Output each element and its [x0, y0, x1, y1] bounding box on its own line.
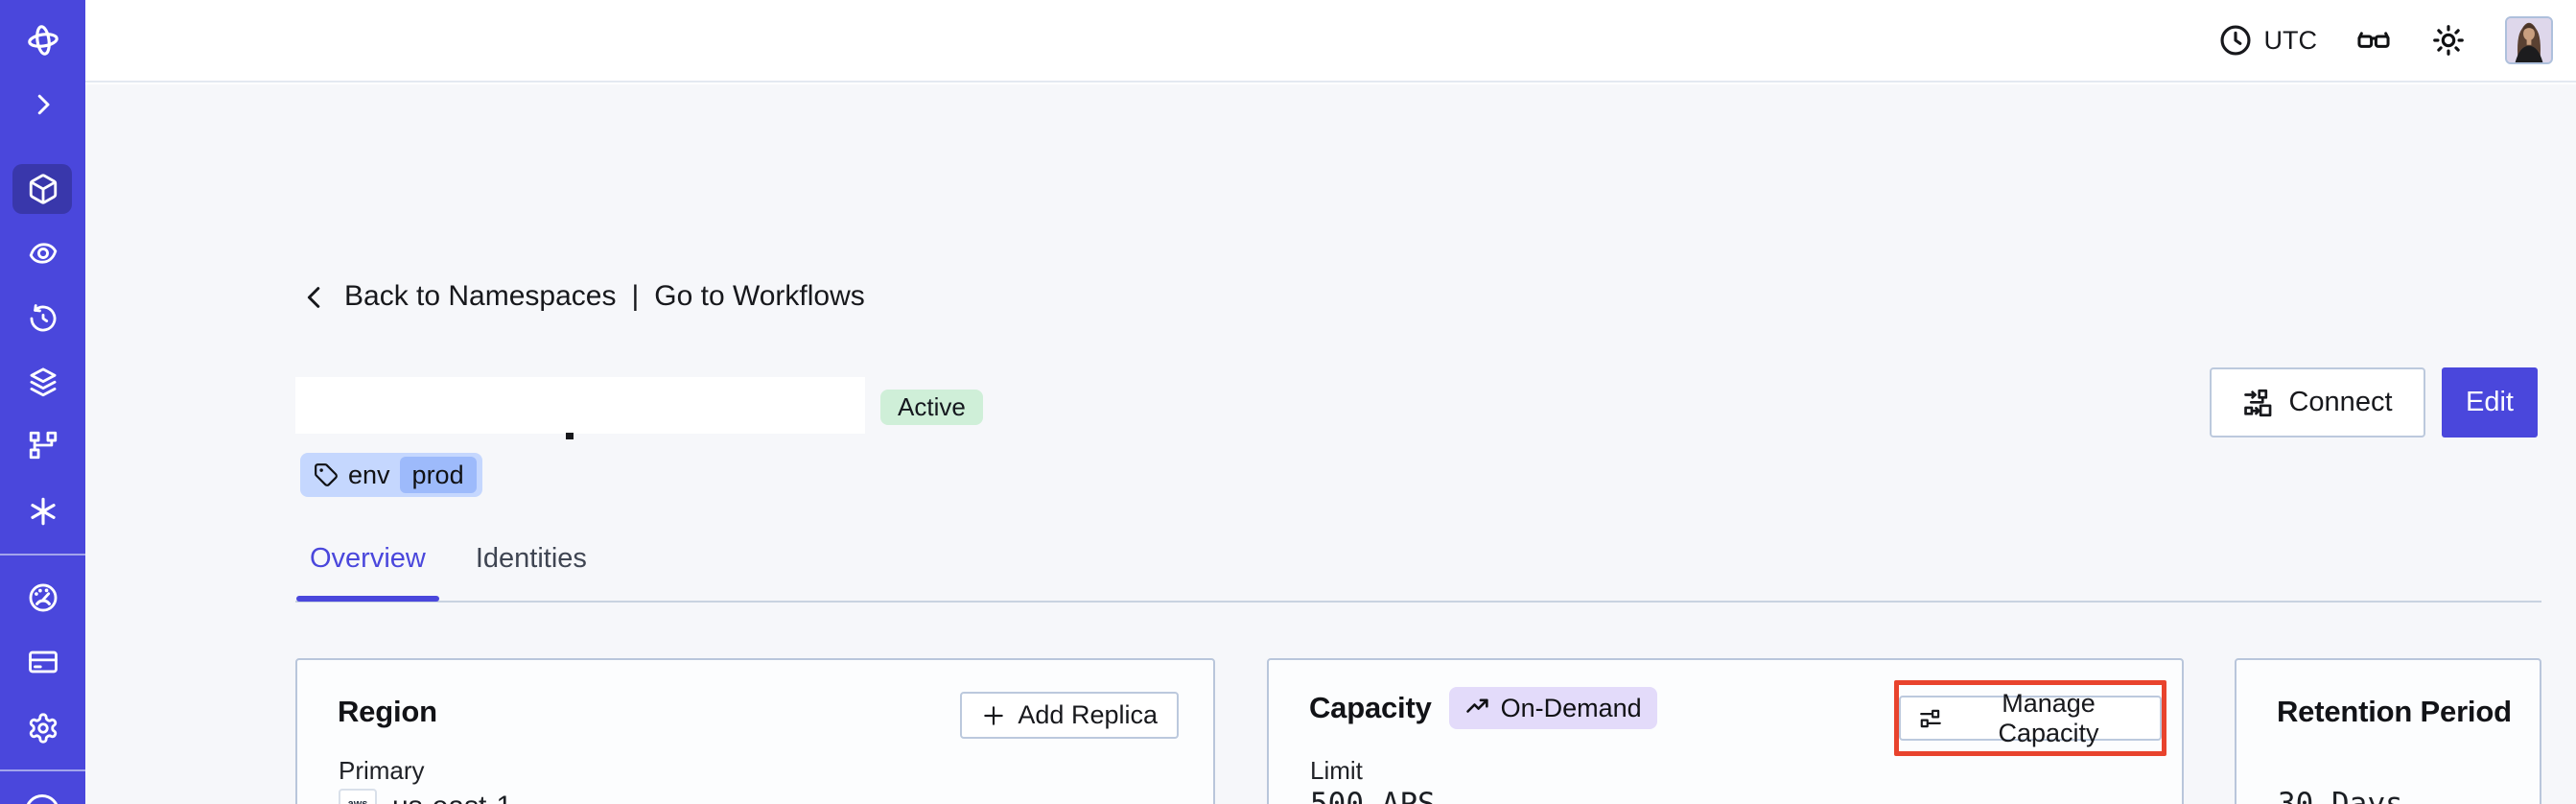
capacity-card: Capacity On-Demand M [1267, 658, 2184, 804]
namespace-title-redacted [295, 377, 865, 434]
sidebar-expand-button[interactable] [0, 78, 85, 131]
tab-overview[interactable]: Overview [296, 543, 439, 602]
namespace-title-dot [566, 433, 574, 439]
sidebar-item-usage[interactable] [0, 571, 85, 625]
tab-bar-rule [295, 601, 2541, 603]
edit-button[interactable]: Edit [2442, 367, 2538, 437]
back-to-namespaces-link[interactable]: Back to Namespaces [344, 280, 617, 312]
region-card-title: Region [338, 695, 437, 728]
status-badge: Active [880, 390, 983, 425]
tag-key: env [348, 460, 390, 489]
main-content: Back to Namespaces | Go to Workflows Act… [85, 84, 2576, 804]
highlight-box: Manage Capacity [1894, 680, 2166, 756]
manage-capacity-button[interactable]: Manage Capacity [1899, 689, 2162, 747]
temporal-logo-icon [24, 21, 62, 59]
retention-card-title: Retention Period [2277, 695, 2512, 728]
capacity-card-title: Capacity [1309, 691, 1432, 724]
tag-value-chip: prod [399, 457, 477, 493]
orbit-eye-icon [27, 237, 59, 270]
asterisk-icon [27, 495, 59, 528]
add-replica-button[interactable]: Add Replica [960, 692, 1179, 739]
user-avatar[interactable] [2505, 16, 2553, 64]
tag-value: prod [411, 460, 464, 489]
retention-value: 30 Days [2278, 787, 2403, 804]
sidebar-item-settings[interactable] [0, 701, 85, 755]
breadcrumb-separator: | [631, 280, 640, 312]
tag-icon [314, 462, 339, 487]
sidebar-item-deployments[interactable] [0, 356, 85, 410]
region-card: Region Add Replica Primary aws us-east-1 [295, 658, 1215, 804]
ondemand-badge: On-Demand [1448, 687, 1657, 729]
connect-flow-icon [2242, 387, 2275, 419]
timer-icon [27, 302, 59, 335]
sidebar-divider [0, 554, 85, 556]
sidebar-item-billing[interactable] [0, 635, 85, 689]
layers-icon [27, 367, 59, 399]
tab-identities[interactable]: Identities [475, 543, 587, 574]
chevron-left-icon [300, 283, 329, 312]
capacity-row-label: Limit [1310, 756, 1363, 785]
sidebar-divider [0, 769, 85, 771]
connect-button-label: Connect [2288, 387, 2393, 417]
sidebar-item-partial[interactable] [25, 794, 59, 804]
credit-card-icon [27, 646, 59, 678]
sidebar-item-schedules[interactable] [0, 292, 85, 345]
retention-card: Retention Period 30 Days [2235, 658, 2541, 804]
go-to-workflows-link[interactable]: Go to Workflows [654, 280, 865, 312]
gear-icon [27, 712, 59, 745]
trending-up-icon [1464, 695, 1491, 721]
sidebar-item-nexus[interactable] [0, 226, 85, 280]
cube-icon [27, 173, 59, 205]
sidebar [0, 0, 85, 804]
tab-bar: Overview Identities [296, 543, 600, 602]
sliders-icon [1918, 706, 1943, 731]
ondemand-badge-label: On-Demand [1500, 693, 1642, 722]
chevron-right-icon [29, 90, 58, 119]
region-row-label: Primary [339, 756, 425, 785]
plus-icon [981, 703, 1006, 728]
timezone-selector[interactable]: UTC [2218, 23, 2318, 58]
aws-logo-icon: aws [339, 789, 377, 804]
svg-text:aws: aws [348, 798, 368, 804]
sun-icon[interactable] [2430, 22, 2467, 59]
sidebar-item-integrations[interactable] [0, 418, 85, 472]
sidebar-item-batch-operations[interactable] [0, 485, 85, 538]
region-value: us-east-1 [392, 791, 512, 804]
breadcrumb: Back to Namespaces | Go to Workflows [300, 280, 865, 313]
capacity-value: 500 APS [1310, 787, 1436, 804]
connect-button[interactable]: Connect [2210, 367, 2425, 437]
add-replica-label: Add Replica [1018, 700, 1158, 729]
timezone-label: UTC [2263, 25, 2318, 55]
glasses-icon[interactable] [2355, 22, 2392, 59]
capacity-card-header: Capacity On-Demand [1309, 687, 1657, 729]
namespace-tag: env prod [300, 453, 482, 497]
gauge-icon [27, 581, 59, 614]
edit-button-label: Edit [2466, 387, 2514, 417]
clock-icon [2218, 23, 2253, 58]
temporal-logo[interactable] [0, 13, 85, 67]
manage-capacity-label: Manage Capacity [1998, 688, 2099, 747]
sidebar-item-namespaces[interactable] [0, 162, 85, 216]
topbar: UTC [85, 0, 2576, 83]
fork-icon [27, 429, 59, 461]
